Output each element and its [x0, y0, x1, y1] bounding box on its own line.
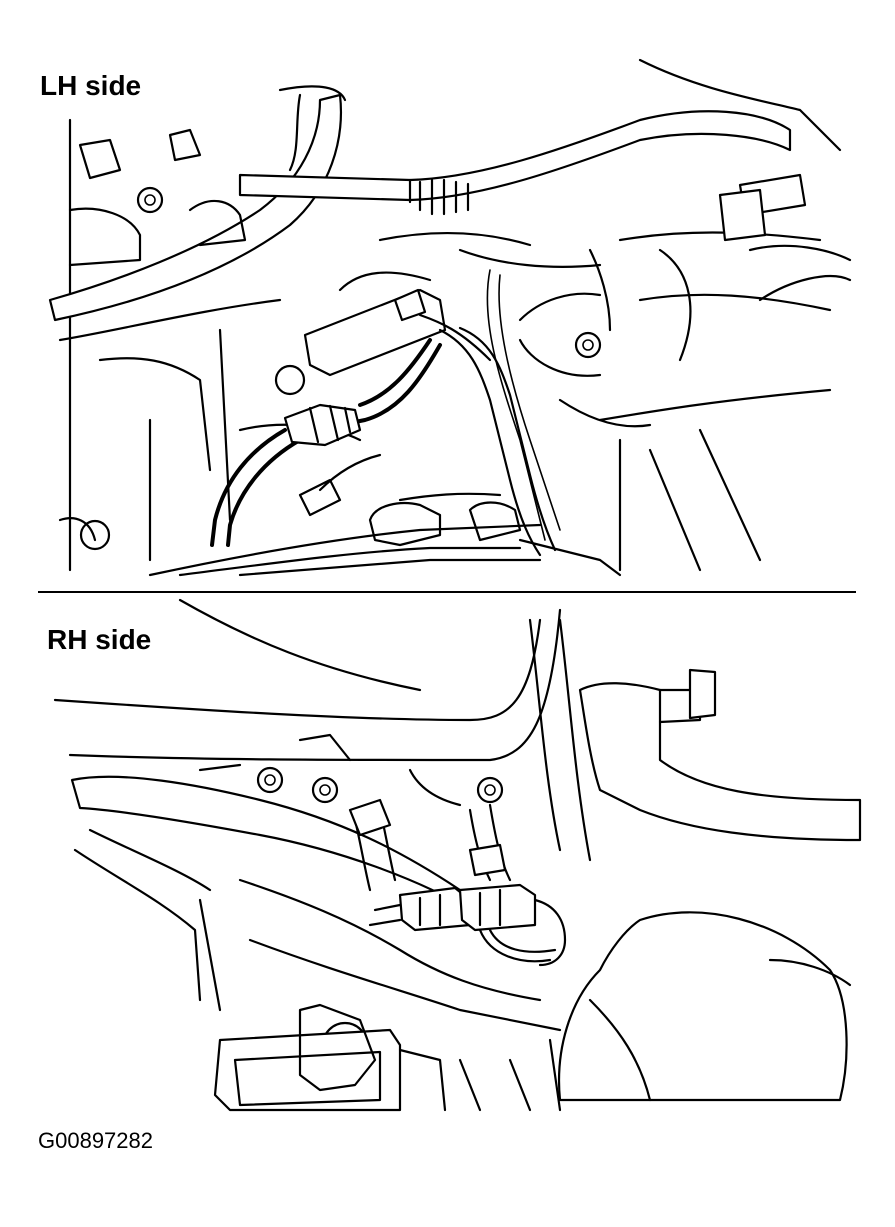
lh-upper-hose: [48, 93, 342, 322]
lh-sensor-wire: [338, 343, 442, 427]
lh-side-label: LH side: [40, 70, 142, 101]
lh-sensor-plug: [283, 403, 362, 447]
lh-coolant-pipe: [238, 110, 792, 202]
rh-side-label: RH side: [47, 624, 152, 655]
lh-side-drawing: [48, 58, 852, 577]
rh-side-drawing: [53, 598, 862, 1112]
figure-code: G00897282: [38, 1128, 153, 1153]
lh-sensor-connector: [303, 288, 447, 377]
rh-tank: [557, 911, 848, 1102]
rh-vertical-pipe: [578, 682, 862, 842]
